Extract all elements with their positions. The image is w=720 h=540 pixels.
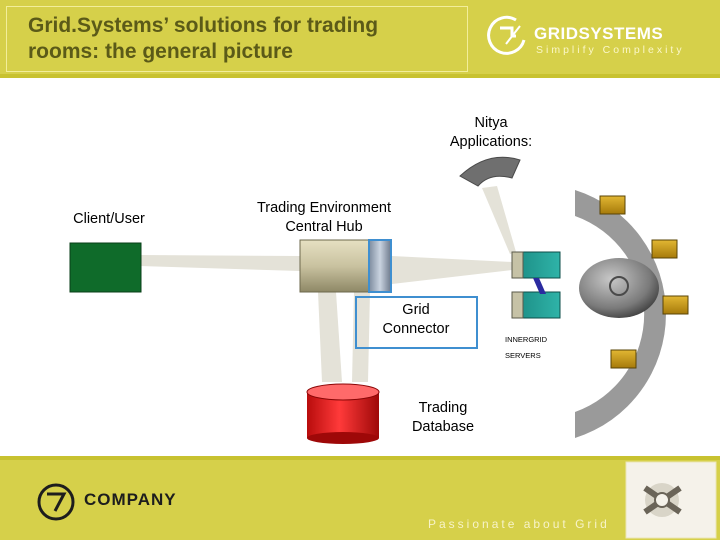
gridsystems-logo: GRIDSYSTEMS Simplify Complexity: [486, 14, 696, 66]
central-hub-label: Trading Environment Central Hub: [226, 199, 422, 237]
client-box: [69, 242, 142, 293]
hub-line-2: Central Hub: [285, 219, 363, 235]
app-blocks: [599, 195, 689, 369]
beam-client-hub: [140, 255, 300, 271]
app-block-1: [599, 195, 626, 215]
title-line-2: rooms: the general picture: [28, 40, 293, 63]
footer-tagline: Passionate about Grid: [428, 517, 610, 531]
innergrid-servers-label: INNERGRID SERVERS: [505, 332, 575, 364]
brand-name: GRIDSYSTEMS: [534, 24, 664, 43]
connector-line-2: Connector: [382, 321, 450, 337]
brand-tagline: Simplify Complexity: [536, 44, 685, 56]
title-line-1: Grid.Systems’ solutions for trading: [28, 14, 379, 37]
beam-hub-servers: [392, 256, 512, 284]
grid-connector-box: [355, 296, 478, 349]
innergrid-core: [579, 258, 659, 318]
hub-line-1: Trading Environment: [256, 200, 392, 216]
footer-band: [0, 456, 720, 540]
nitya-applications-label: Nitya Applications:: [432, 114, 550, 152]
connector-line-1: Grid: [402, 302, 430, 318]
beam-hub-database: [318, 292, 342, 382]
header-band: [0, 0, 720, 78]
gridsystems-logo-icon: [487, 15, 526, 55]
database-line-2: Database: [411, 419, 475, 435]
app-block-2: [651, 239, 678, 259]
trading-database: [306, 383, 380, 444]
nitya-line-1: Nitya: [474, 115, 508, 131]
title-frame: [6, 6, 468, 72]
footer-photo-figure: [643, 483, 682, 517]
trading-database-label: Trading Database: [394, 399, 492, 437]
beam-apps-servers: [482, 186, 516, 254]
app-block-3: [662, 295, 689, 315]
server-link: [533, 278, 546, 294]
database-line-1: Trading: [418, 400, 468, 416]
client-user-label: Client/User: [73, 211, 145, 227]
footer-divider: [0, 456, 720, 460]
company-logo-icon: [37, 483, 75, 521]
innergrid-line-2: SERVERS: [505, 351, 541, 360]
header-divider: [0, 74, 720, 78]
slide-title: Grid.Systems’ solutions for trading room…: [28, 13, 468, 65]
nitya-line-2: Applications:: [449, 134, 533, 150]
central-hub: [299, 239, 392, 293]
connection-beams: [140, 186, 516, 382]
server-arc: [575, 190, 666, 438]
innergrid-servers: [511, 251, 561, 319]
grid-connector-label: Grid Connector: [356, 301, 476, 339]
nitya-app-dish: [459, 156, 521, 187]
app-block-4: [610, 349, 637, 369]
innergrid-line-1: INNERGRID: [505, 335, 548, 344]
company-name: COMPANY: [84, 490, 177, 509]
